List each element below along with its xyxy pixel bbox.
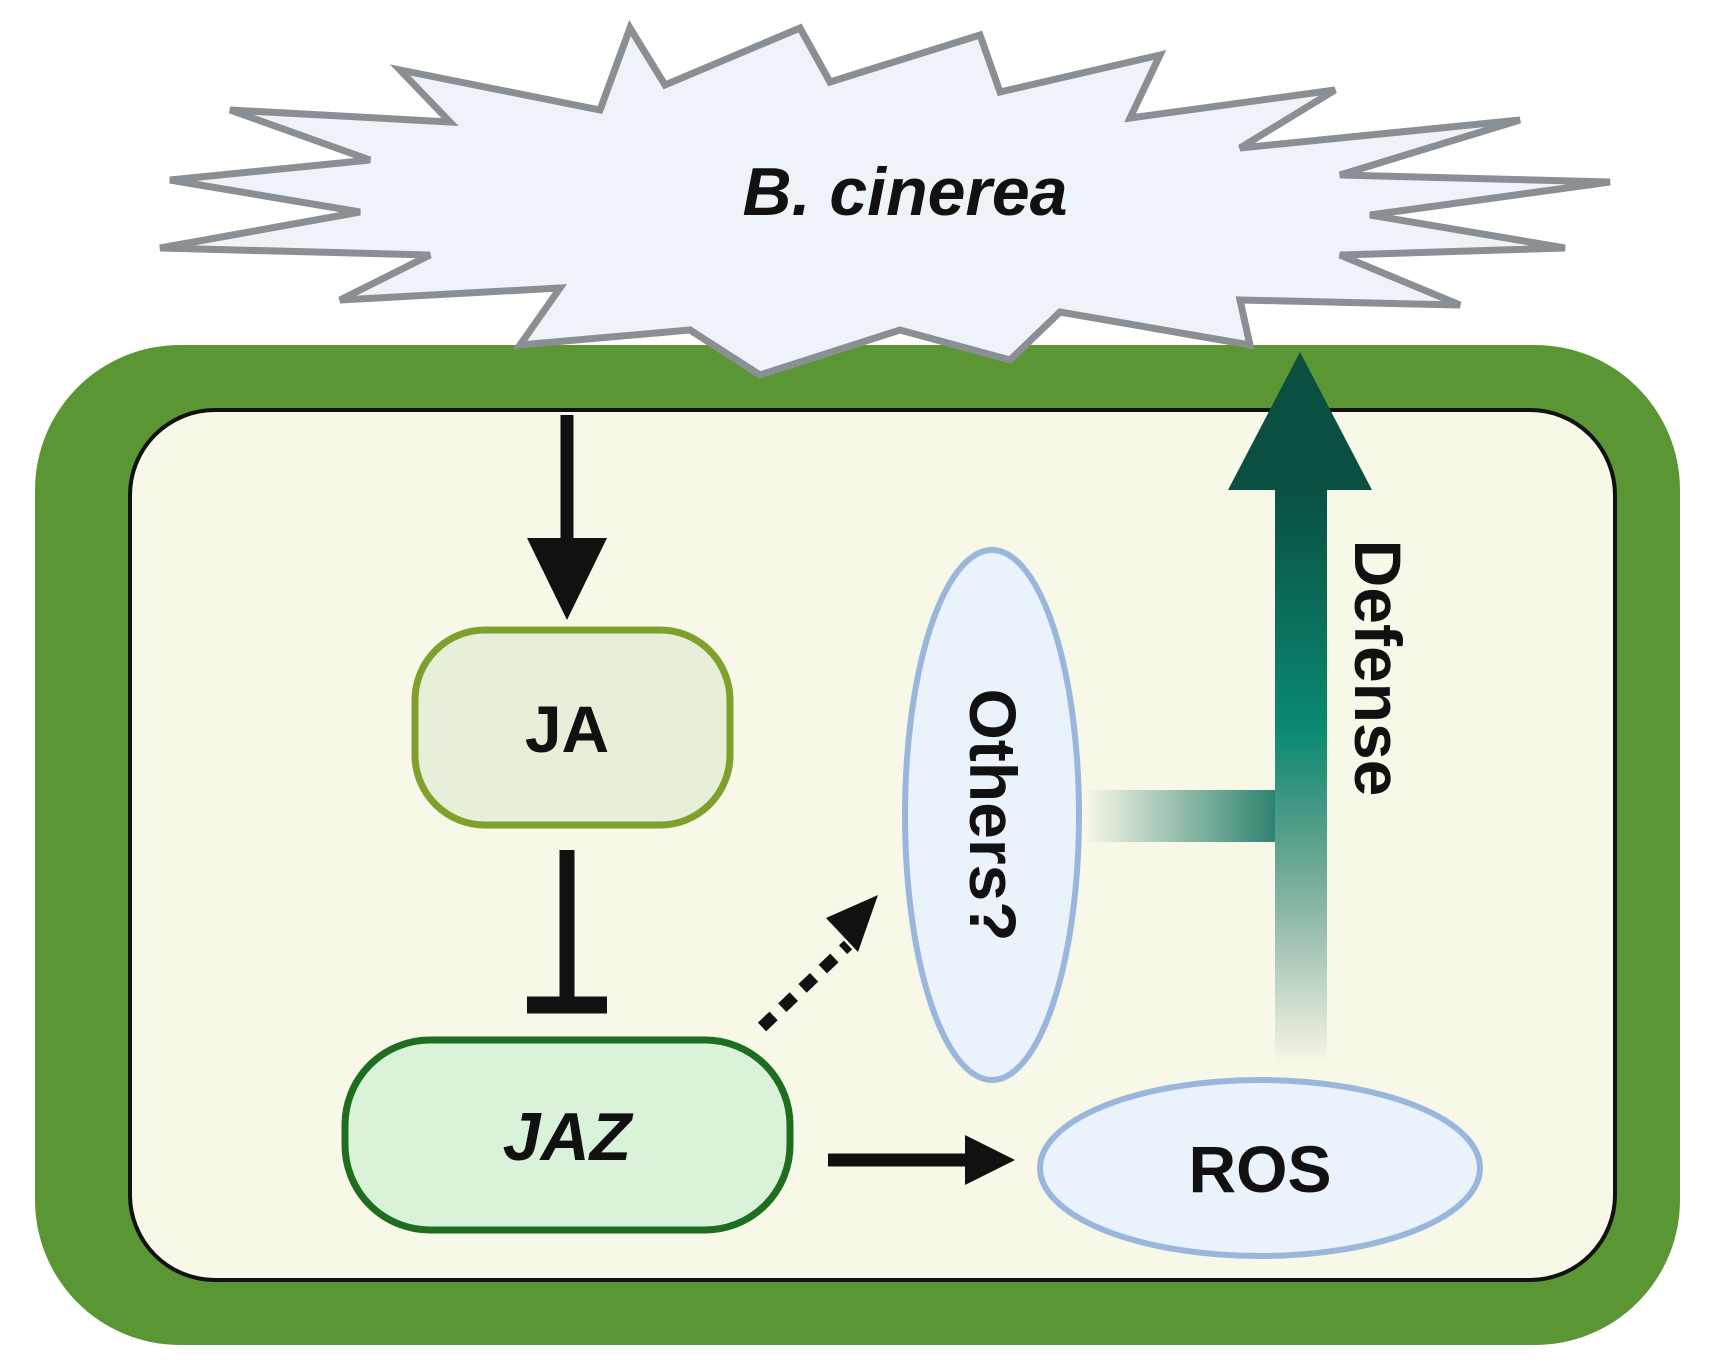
jaz-label: JAZ xyxy=(503,1099,634,1175)
ros-node xyxy=(1037,1077,1483,1259)
pathogen-to-ja-arrowhead xyxy=(527,538,607,620)
jaz-node xyxy=(341,1036,794,1234)
pathogen-starburst xyxy=(159,20,1611,379)
jaz-to-others-dotted-arrow xyxy=(757,940,853,1032)
ros-label: ROS xyxy=(1188,1132,1331,1206)
jaz-to-ros-arrowhead xyxy=(965,1135,1015,1185)
defense-label: Defense xyxy=(1341,540,1415,797)
others-node xyxy=(902,547,1082,1083)
ja-node xyxy=(411,626,734,829)
others-to-defense-connector xyxy=(1085,790,1275,842)
defense-arrowhead xyxy=(1228,352,1372,490)
others-label: Others? xyxy=(956,688,1030,941)
ja-label: JA xyxy=(525,692,609,766)
defense-arrow-shaft xyxy=(1275,485,1327,1065)
pathogen-label: B. cinerea xyxy=(742,154,1067,230)
jaz-to-others-arrowhead xyxy=(826,895,878,952)
